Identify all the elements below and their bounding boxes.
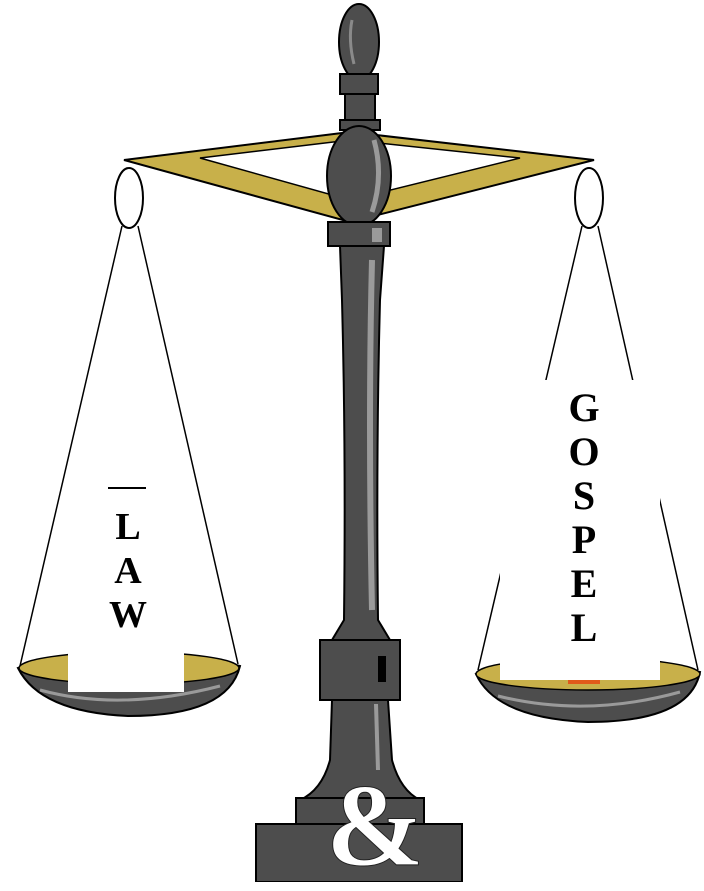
gospel-letter: E [571, 564, 598, 608]
finial [327, 4, 391, 246]
gospel-letter: O [568, 432, 599, 476]
gospel-letter: L [571, 608, 598, 652]
right-hanger-loop [575, 168, 603, 228]
ampersand-symbol: & [320, 770, 430, 882]
gospel-letter: P [572, 520, 596, 564]
gospel-letter: G [568, 388, 599, 432]
law-letter: W [109, 596, 147, 640]
left-hanger-loop [115, 168, 143, 228]
law-letter: L [115, 508, 140, 552]
law-label: L A W [96, 508, 160, 640]
gospel-letter: S [573, 476, 595, 520]
law-letter: A [114, 552, 141, 596]
gospel-label: G O S P E L [556, 388, 612, 652]
